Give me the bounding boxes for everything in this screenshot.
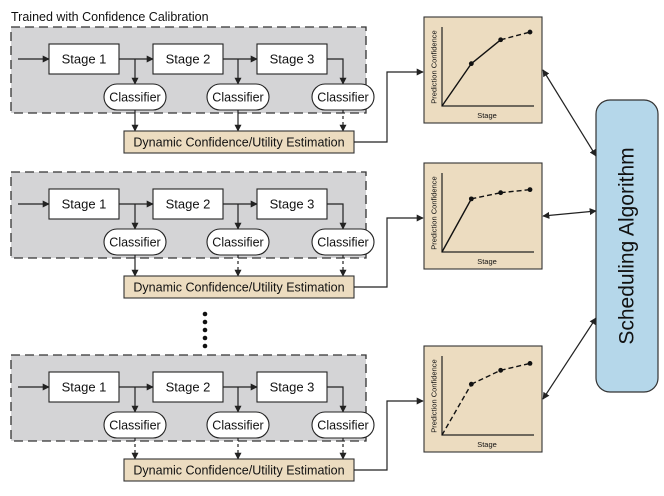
chart-point: [468, 196, 474, 202]
stage-3-label: Stage 3: [270, 197, 315, 212]
classifier-3-label: Classifier: [317, 235, 368, 249]
stage-3-to-classifier-arrow: [327, 58, 347, 85]
chart-point: [527, 29, 533, 35]
stage-2-label: Stage 2: [166, 52, 211, 67]
estimation-label: Dynamic Confidence/Utility Estimation: [133, 135, 344, 149]
scheduler-links: [542, 69, 597, 400]
chart-scheduler-link-2: [542, 208, 597, 219]
classifier-2-label: Classifier: [212, 90, 263, 104]
chart-x-label: Stage: [477, 111, 497, 120]
estimation-to-chart-arrow: [354, 397, 424, 471]
stage-1-box: [48, 43, 120, 75]
chart-y-label: Prediction Confidence: [430, 359, 439, 432]
chart-y-label: Prediction Confidence: [430, 176, 439, 249]
scheduling-algorithm-label: Scheduling Algorithm: [616, 147, 639, 344]
chart-background: [423, 345, 543, 453]
chart-segment: [441, 198, 472, 253]
chart-segment: [441, 383, 472, 436]
chart-point: [527, 187, 533, 193]
stage-3-label: Stage 3: [270, 380, 315, 395]
classifier-1-label: Classifier: [109, 90, 160, 104]
chart-segment: [471, 369, 501, 385]
stage-2-box: [152, 371, 224, 403]
scheduling-algorithm-box: Scheduling Algorithm: [595, 99, 659, 393]
classifier-2-label: Classifier: [212, 418, 263, 432]
chart-segment: [500, 188, 531, 194]
chart-segment: [441, 63, 472, 107]
diagram-title: Trained with Confidence Calibration: [11, 10, 209, 24]
stage-1-label: Stage 1: [62, 52, 107, 67]
chart-point: [468, 61, 474, 67]
chart-x-label: Stage: [477, 257, 497, 266]
stage-3-to-classifier-arrow: [327, 386, 347, 413]
vertical-ellipsis: [202, 311, 208, 349]
classifier-3-label: Classifier: [317, 90, 368, 104]
classifier-1-label: Classifier: [109, 418, 160, 432]
chart-scheduler-link-3: [542, 317, 597, 400]
estimation-label: Dynamic Confidence/Utility Estimation: [133, 280, 344, 294]
pipeline-2: Stage 1 Stage 2 Stage 3 Classifier Classifie…: [10, 162, 543, 299]
classifier-2-label: Classifier: [212, 235, 263, 249]
classifier-3-label: Classifier: [317, 418, 368, 432]
estimation-label: Dynamic Confidence/Utility Estimation: [133, 463, 344, 477]
stage-1-label: Stage 1: [62, 197, 107, 212]
stage-2-label: Stage 2: [166, 197, 211, 212]
stage-3-box: [256, 371, 328, 403]
confidence-chart: Stage Prediction Confidence: [423, 162, 543, 270]
chart-segment: [500, 31, 531, 41]
chart-background: [423, 162, 543, 270]
pipeline-3: Stage 1 Stage 2 Stage 3 Classifier Classifie…: [10, 345, 543, 482]
chart-segment: [500, 362, 531, 372]
chart-point: [498, 367, 504, 373]
stage-3-box: [256, 188, 328, 220]
classifier-1-label: Classifier: [109, 235, 160, 249]
confidence-chart: Stage Prediction Confidence: [423, 345, 543, 453]
stage-3-label: Stage 3: [270, 52, 315, 67]
stage-1-label: Stage 1: [62, 380, 107, 395]
stage-3-to-classifier-arrow: [327, 203, 347, 230]
chart-scheduler-link-1: [542, 69, 597, 157]
pipeline-1: Stage 1 Stage 2 Stage 3 Classifier Classifie…: [10, 16, 543, 154]
chart-point: [498, 190, 504, 196]
confidence-chart: Stage Prediction Confidence: [423, 16, 543, 124]
chart-point: [498, 37, 504, 43]
estimation-to-chart-arrow: [354, 214, 424, 288]
chart-point: [527, 360, 533, 366]
estimation-to-chart-arrow: [354, 68, 424, 143]
chart-segment: [470, 39, 502, 65]
stage-2-label: Stage 2: [166, 380, 211, 395]
chart-x-label: Stage: [477, 440, 497, 449]
chart-segment: [471, 192, 501, 200]
chart-background: [423, 16, 543, 124]
stage-1-box: [48, 371, 120, 403]
chart-point: [468, 381, 474, 387]
chart-y-label: Prediction Confidence: [430, 30, 439, 103]
